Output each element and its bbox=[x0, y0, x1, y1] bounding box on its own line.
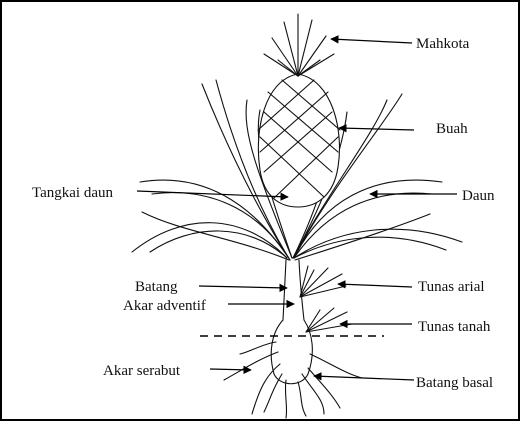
aerial-shoot bbox=[300, 266, 346, 297]
label-akar-adventif: Akar adventif bbox=[123, 298, 206, 314]
label-tunas-tanah: Tunas tanah bbox=[418, 319, 491, 335]
pointer-batang-basal bbox=[314, 376, 414, 380]
label-buah: Buah bbox=[436, 121, 468, 137]
pointer-tangkai-daun bbox=[137, 191, 288, 197]
label-akar-serabut: Akar serabut bbox=[103, 363, 181, 379]
crown bbox=[264, 14, 334, 76]
pointer-mahkota bbox=[331, 39, 412, 43]
ground-shoot bbox=[306, 308, 352, 332]
roots bbox=[224, 342, 362, 418]
pointer-akar-serabut bbox=[210, 369, 251, 370]
stem bbox=[271, 260, 312, 384]
label-batang-basal: Batang basal bbox=[416, 375, 493, 391]
label-tunas-arial: Tunas arial bbox=[418, 279, 485, 295]
label-mahkota: Mahkota bbox=[416, 36, 470, 52]
label-daun: Daun bbox=[462, 188, 495, 204]
pointer-batang bbox=[199, 286, 287, 288]
label-tangkai-daun: Tangkai daun bbox=[32, 185, 114, 201]
pointer-buah bbox=[339, 128, 414, 130]
fruit bbox=[258, 74, 340, 207]
label-batang: Batang bbox=[135, 279, 178, 295]
pointer-tunas-arial bbox=[338, 284, 412, 287]
